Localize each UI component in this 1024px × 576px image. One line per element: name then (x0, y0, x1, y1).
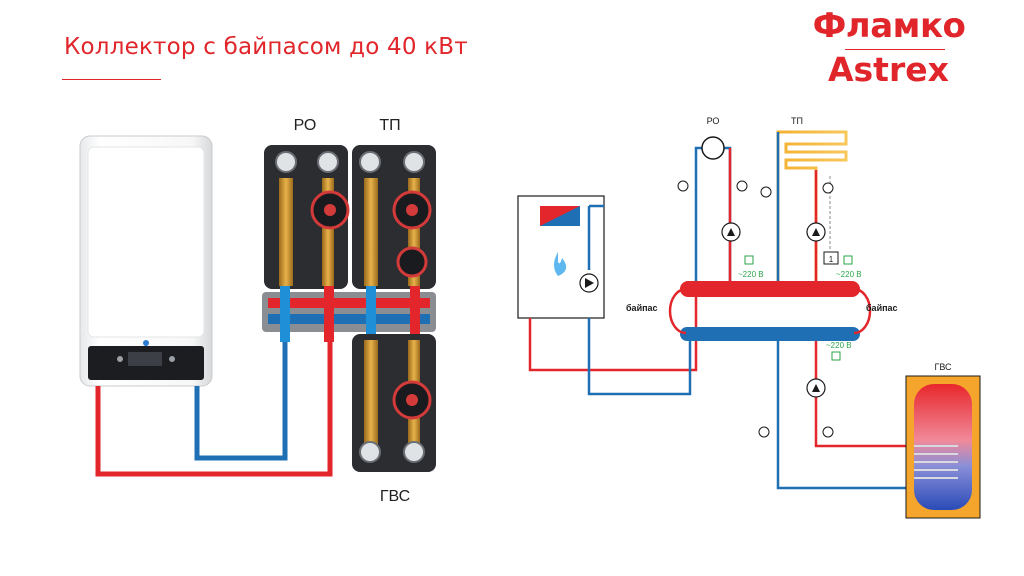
photo-label-ro: РО (294, 117, 317, 134)
pump-group-gvs (352, 334, 436, 472)
title-underline (62, 79, 161, 80)
logo-divider (845, 49, 945, 50)
voltage-label-ro: ~220 В (738, 270, 764, 279)
brand-logo-astrex: Astrex (828, 50, 949, 89)
photo-label-gvs: ГВС (380, 488, 410, 505)
page-title: Коллектор с байпасом до 40 кВт (64, 34, 468, 60)
plug-icon-gvs (831, 351, 841, 361)
tank-label-gvs: ГВС (934, 362, 952, 372)
schema-collector (668, 281, 872, 341)
schema-gvs-tank (905, 375, 981, 519)
photo-label-tp: ТП (379, 117, 400, 134)
schema-circuit-ro (694, 136, 741, 281)
plug-icon-tp (843, 255, 853, 265)
schema-label-tp: ТП (791, 116, 803, 126)
voltage-label-gvs: ~220 В (826, 341, 852, 350)
schema-label-ro: РО (707, 116, 720, 126)
voltage-label-tp: ~220 В (836, 270, 862, 279)
bypass-label-right: байпас (866, 303, 898, 313)
brand-logo-flamco: Фламко (812, 6, 966, 46)
plug-icon-ro (744, 255, 754, 265)
temp-sensor-icon (677, 180, 834, 438)
mixer-motor-label: 1 (829, 255, 834, 264)
manifold-photo (262, 286, 436, 342)
pump-group-ro (264, 145, 350, 289)
schema-boiler (517, 195, 605, 319)
schema-circuit-gvs (776, 341, 910, 490)
boiler-illustration (79, 135, 213, 387)
bypass-label-left: байпас (626, 303, 658, 313)
schema-circuit-tp: 1 (776, 130, 848, 281)
pump-group-tp (352, 145, 436, 289)
